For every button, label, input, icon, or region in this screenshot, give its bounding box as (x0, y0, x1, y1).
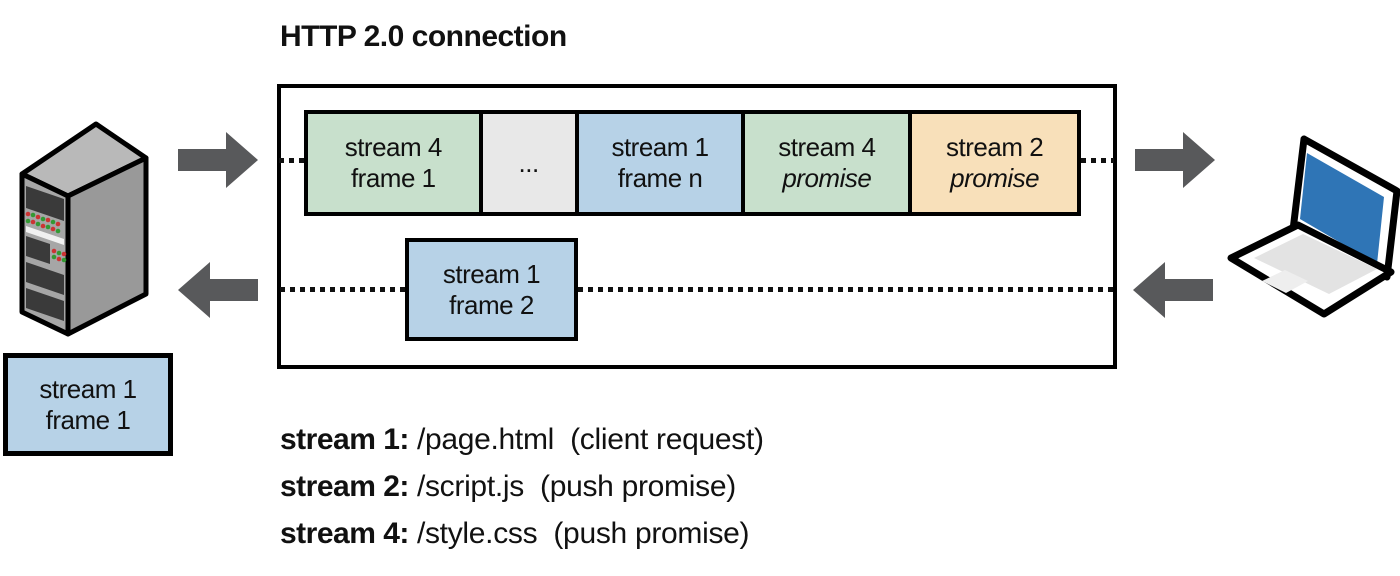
legend-label: stream 1: (280, 423, 409, 456)
legend-desc: /page.html (client request) (408, 423, 764, 456)
dotted-line-top-right (1081, 158, 1114, 163)
stream-legend: stream 1: /page.html (client request) st… (280, 416, 764, 557)
dotted-line-top-left (279, 158, 307, 163)
legend-label: stream 2: (280, 470, 409, 503)
legend-line-stream2: stream 2: /script.js (push promise) (280, 463, 764, 510)
arrow-right-box-to-client-icon (1135, 132, 1215, 188)
frame-label-line2: frame n (617, 163, 703, 193)
server-icon (19, 121, 149, 337)
frame-label-line2: frame 2 (449, 289, 534, 320)
multiplexed-frames-row: stream 4 frame 1 ... stream 1 frame n st… (304, 110, 1081, 216)
legend-label: stream 4: (280, 517, 409, 550)
server-bay (26, 262, 64, 295)
arrow-left-box-to-server-icon (178, 262, 258, 318)
server-led-lights (25, 211, 67, 263)
dotted-line-bottom-left (280, 287, 406, 292)
frame-label-line2: frame 1 (45, 404, 131, 435)
legend-desc: /style.css (push promise) (408, 517, 750, 550)
dotted-line-bottom-right (578, 287, 1114, 292)
arrow-left-client-to-box-icon (1133, 262, 1213, 318)
legend-desc: /script.js (push promise) (408, 470, 736, 503)
frame-stream1-frame1: stream 1 frame 1 (3, 353, 173, 456)
frame-label-line2: promise (782, 163, 872, 193)
laptop-screen (1300, 153, 1384, 264)
server-bay (26, 186, 64, 221)
ellipsis-label: ... (518, 147, 540, 178)
frame-label-line1: stream 4 (344, 132, 443, 162)
laptop-icon (1227, 135, 1400, 318)
server-bay (26, 236, 50, 264)
legend-line-stream4: stream 4: /style.css (push promise) (280, 510, 764, 557)
laptop-trackpad (1262, 270, 1308, 293)
frame-stream4-promise: stream 4 promise (741, 114, 909, 212)
frame-label-line2: promise (950, 163, 1040, 193)
frame-stream1-frame2: stream 1 frame 2 (405, 238, 578, 341)
diagram-title: HTTP 2.0 connection (280, 20, 567, 53)
legend-line-stream1: stream 1: /page.html (client request) (280, 416, 764, 463)
frame-stream2-promise: stream 2 promise (908, 114, 1077, 212)
server-bay (26, 288, 64, 321)
frame-label-line1: stream 1 (39, 373, 137, 404)
frame-stream1-framen: stream 1 frame n (574, 114, 742, 212)
frame-label-line1: stream 4 (778, 132, 876, 162)
frame-label-line1: stream 1 (611, 132, 709, 162)
laptop-keyboard (1254, 234, 1377, 294)
frame-label-line2: frame 1 (350, 163, 436, 193)
frame-stream4-frame1: stream 4 frame 1 (308, 114, 479, 212)
frame-label-line1: stream 1 (442, 258, 541, 289)
frame-label-line1: stream 2 (946, 132, 1044, 162)
frame-ellipsis: ... (478, 114, 575, 212)
arrow-right-server-to-box-icon (178, 132, 258, 188)
